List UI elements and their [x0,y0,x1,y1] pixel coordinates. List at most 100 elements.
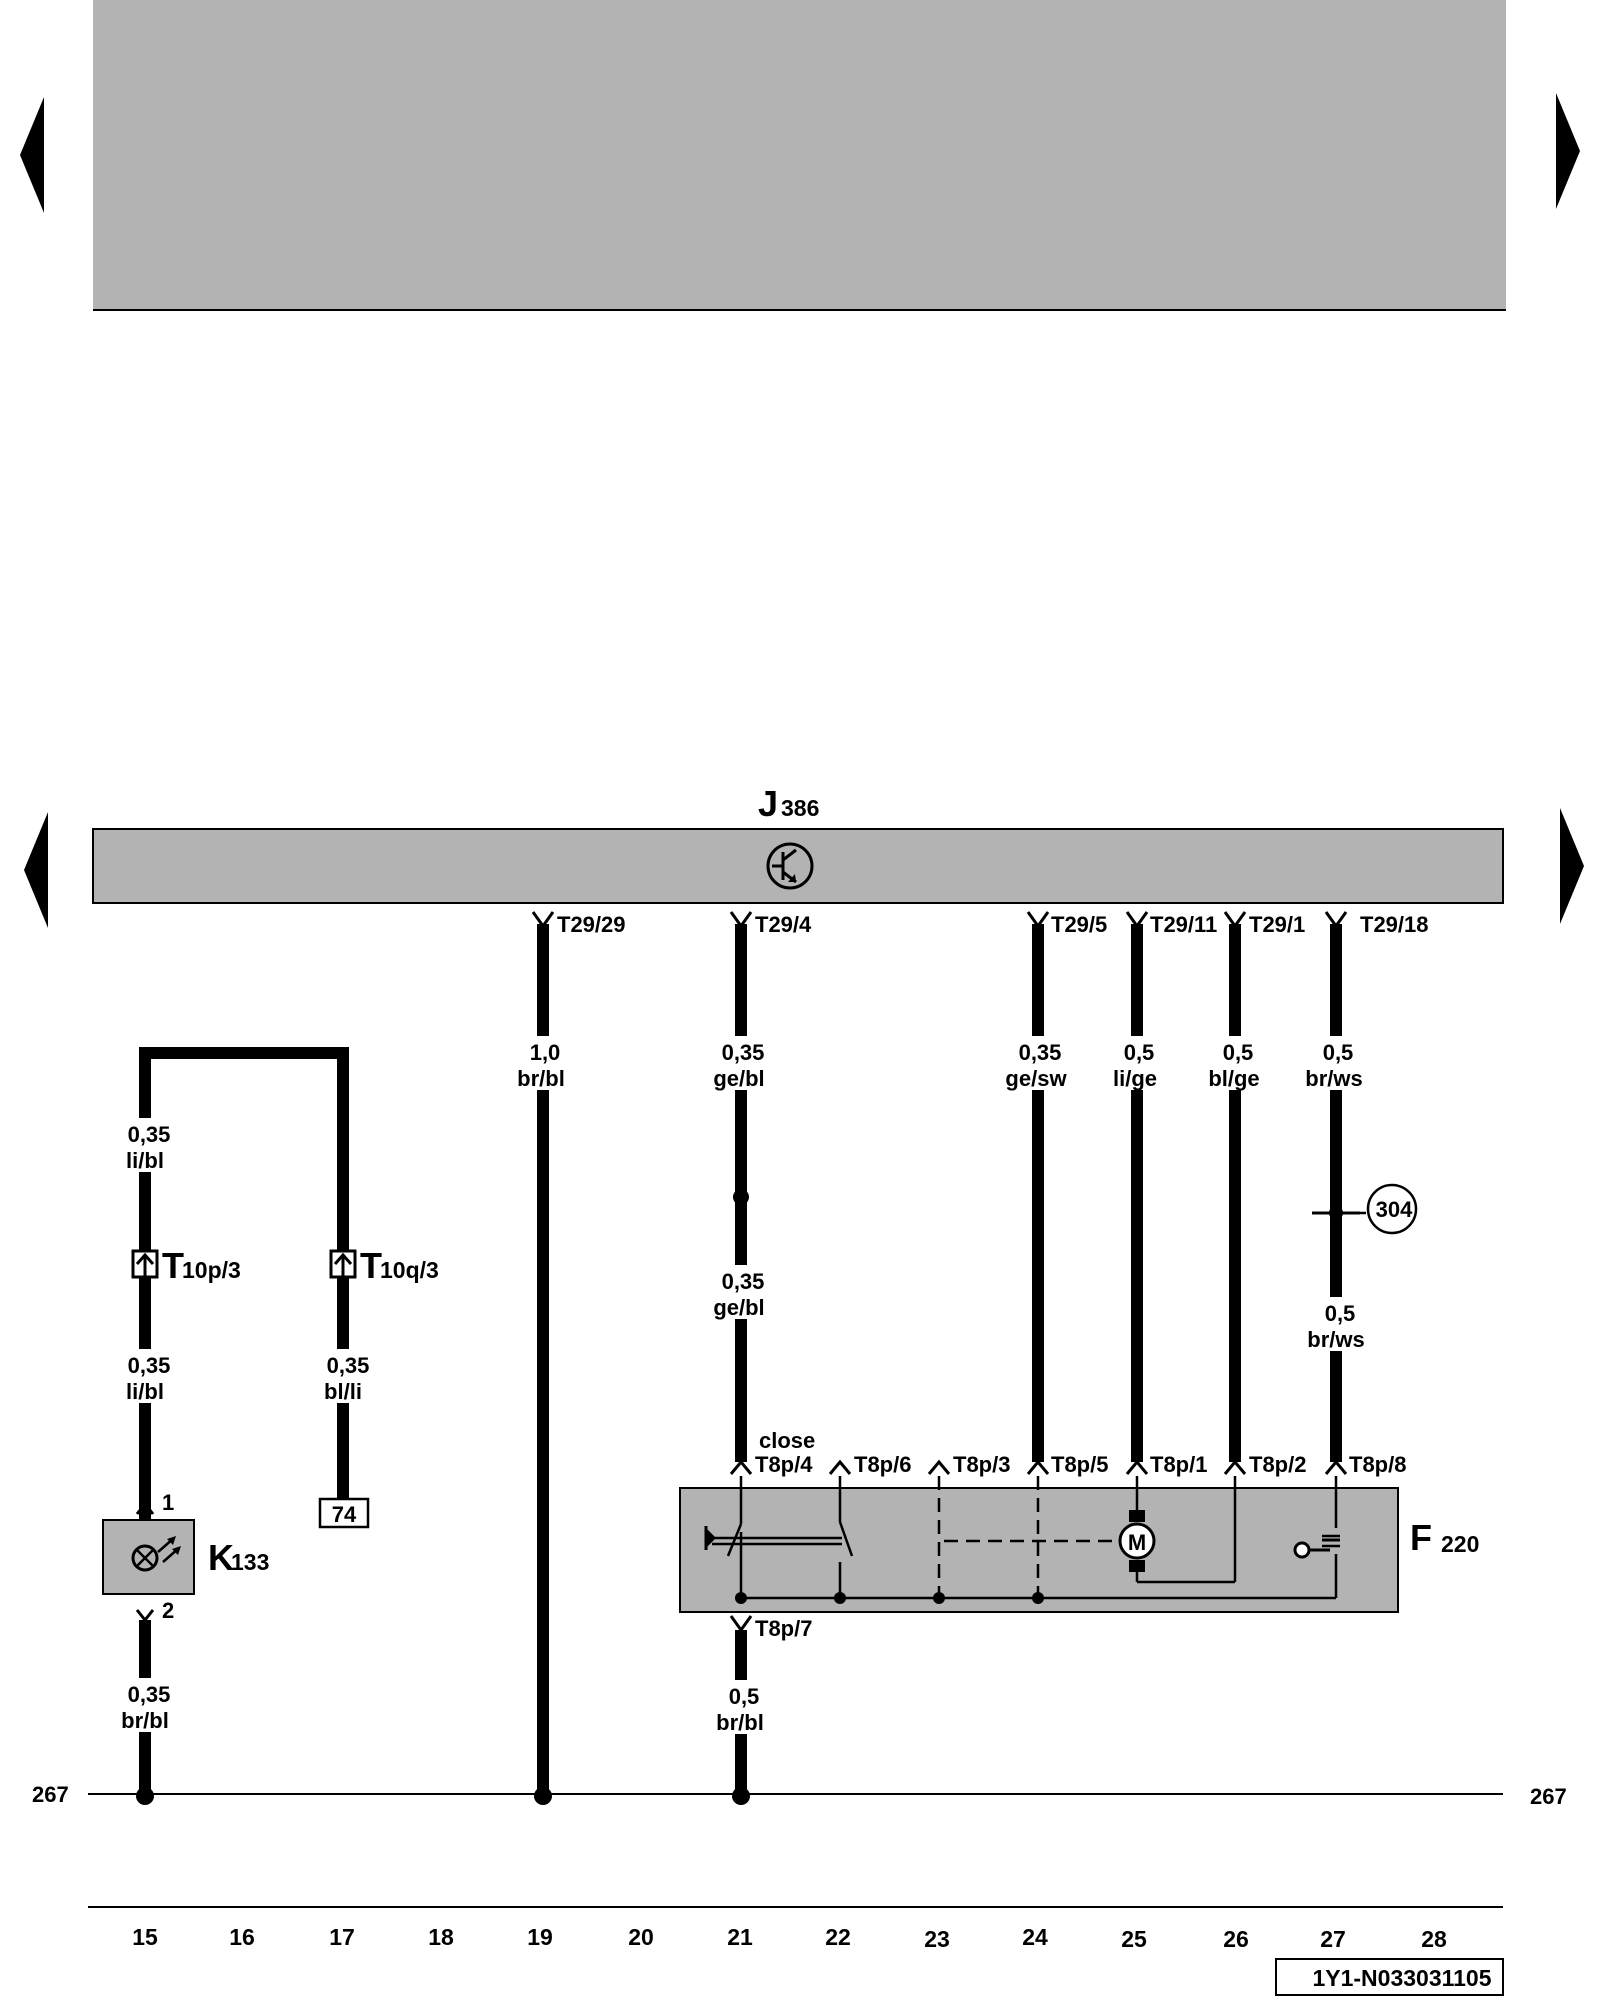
wire-label-c21-bot: 0,5 br/bl [704,1680,780,1735]
wire-label-c26: 0,5 bl/ge [1200,1036,1272,1091]
top-panel [93,0,1506,310]
component-k133: 1 2 K 133 [102,1490,269,1623]
lock-pin-t8p-1: T8p/1 [1150,1452,1207,1477]
k133-number: 133 [231,1549,269,1575]
reference-box-74[interactable]: 74 [318,1497,370,1529]
wire-label-c19: 1,0 br/bl [500,1036,586,1091]
prev-page-arrow-bottom[interactable] [24,812,48,928]
connector-t10q-letter: T [360,1245,382,1286]
prev-page-arrow-top[interactable] [20,97,44,213]
k133-pin-2: 2 [162,1598,174,1623]
column-number: 17 [329,1924,355,1950]
control-unit-j386 [92,828,1504,904]
svg-text:0,35: 0,35 [128,1682,171,1707]
wire-label-c17-mid: 0,35 bl/li [308,1349,386,1404]
wire-label-c21-top: 0,35 ge/bl [704,1036,780,1091]
svg-text:ge/bl: ge/bl [713,1066,764,1091]
next-page-arrow-bottom[interactable] [1560,808,1584,924]
ground-ref-left[interactable]: 267 [32,1782,69,1807]
svg-text:bl/li: bl/li [324,1379,362,1404]
connector-t10p: T 10p/3 [131,1245,241,1286]
wire-labels: 0,35 li/bl 0,35 li/bl 0,35 br/bl 0,35 bl… [110,1036,1376,1735]
motor-icon [1118,1522,1156,1560]
column-number: 24 [1022,1924,1048,1950]
wire-label-c15-bot: 0,35 br/bl [110,1678,188,1733]
document-id: 1Y1-N033031105 [1312,1965,1491,1991]
connector-t10q-sub: 10q/3 [380,1257,439,1283]
reference-304[interactable]: 304 [1312,1183,1418,1235]
column-number: 21 [727,1924,753,1950]
svg-text:br/bl: br/bl [121,1708,169,1733]
ground-junction-col21 [732,1787,750,1805]
svg-text:li/bl: li/bl [126,1379,164,1404]
f220-letter: F [1410,1517,1432,1558]
wire-label-c27-top: 0,5 br/ws [1296,1036,1376,1091]
ground-junction-col19 [534,1787,552,1805]
bulb-icon [131,1544,159,1572]
j386-label: J 386 [758,783,819,824]
j386-letter: J [758,783,778,824]
motor-label: M [1128,1530,1146,1555]
column-number: 26 [1223,1926,1249,1952]
svg-text:0,35: 0,35 [327,1353,370,1378]
component-f220: close T8p/4 T8p/6 T8p/3 T8p/5 T8p/1 T8p/… [679,1428,1479,1641]
module-pin-arrows [531,911,1348,929]
svg-text:0,5: 0,5 [729,1684,760,1709]
pin-t29-29: T29/29 [557,912,626,937]
column-numbers: 15 16 17 18 19 20 21 22 23 24 25 26 27 2… [132,1924,1447,1952]
lock-pin-t8p-2: T8p/2 [1249,1452,1306,1477]
column-number: 28 [1421,1926,1447,1952]
next-page-arrow-top[interactable] [1556,93,1580,209]
svg-text:0,35: 0,35 [722,1269,765,1294]
lock-pin-t8p-8: T8p/8 [1349,1452,1406,1477]
svg-text:0,5: 0,5 [1323,1040,1354,1065]
lock-pin-t8p-4: T8p/4 [755,1452,813,1477]
svg-text:br/ws: br/ws [1305,1066,1362,1091]
wire-label-c25: 0,5 li/ge [1106,1036,1168,1091]
k133-pin-1: 1 [162,1490,174,1515]
wire-label-c15-mid: 0,35 li/bl [110,1349,188,1404]
svg-text:0,35: 0,35 [1019,1040,1062,1065]
transistor-symbol [766,842,814,890]
svg-text:li/bl: li/bl [126,1148,164,1173]
pin-t29-4: T29/4 [755,912,812,937]
column-number: 20 [628,1924,654,1950]
svg-text:0,35: 0,35 [128,1353,171,1378]
wire-label-c15-top: 0,35 li/bl [110,1118,188,1173]
svg-text:1,0: 1,0 [530,1040,561,1065]
column-number: 15 [132,1924,158,1950]
connector-t10q: T 10q/3 [329,1245,439,1286]
column-number: 25 [1121,1926,1147,1952]
wire-label-c21-mid: 0,35 ge/bl [704,1265,780,1320]
svg-text:bl/ge: bl/ge [1208,1066,1259,1091]
lock-state-label: close [759,1428,815,1453]
j386-number: 386 [781,795,819,821]
pin-t29-18: T29/18 [1360,912,1429,937]
column-number: 19 [527,1924,553,1950]
connector-t10p-sub: 10p/3 [182,1257,241,1283]
junction-col21 [733,1189,749,1205]
pin-t29-1: T29/1 [1249,912,1305,937]
ground-ref-right[interactable]: 267 [1530,1784,1567,1809]
lock-pin-t8p-5: T8p/5 [1051,1452,1108,1477]
column-number: 16 [229,1924,255,1950]
document-id-box: 1Y1-N033031105 [1275,1958,1504,1996]
svg-text:ge/bl: ge/bl [713,1295,764,1320]
svg-text:ge/sw: ge/sw [1005,1066,1067,1091]
wire-label-c27-bot: 0,5 br/ws [1296,1297,1376,1352]
column-number: 27 [1320,1926,1346,1952]
svg-text:0,5: 0,5 [1124,1040,1155,1065]
reference-74-text: 74 [332,1502,357,1527]
connector-t10p-letter: T [162,1245,184,1286]
svg-text:0,35: 0,35 [128,1122,171,1147]
f220-number: 220 [1441,1531,1479,1557]
ground-junction-col15 [136,1787,154,1805]
svg-text:br/bl: br/bl [716,1710,764,1735]
svg-text:li/ge: li/ge [1113,1066,1157,1091]
reference-304-text: 304 [1376,1197,1413,1222]
svg-text:0,5: 0,5 [1325,1301,1356,1326]
svg-text:br/bl: br/bl [517,1066,565,1091]
pin-t29-5: T29/5 [1051,912,1107,937]
lock-pin-t8p-6: T8p/6 [854,1452,911,1477]
